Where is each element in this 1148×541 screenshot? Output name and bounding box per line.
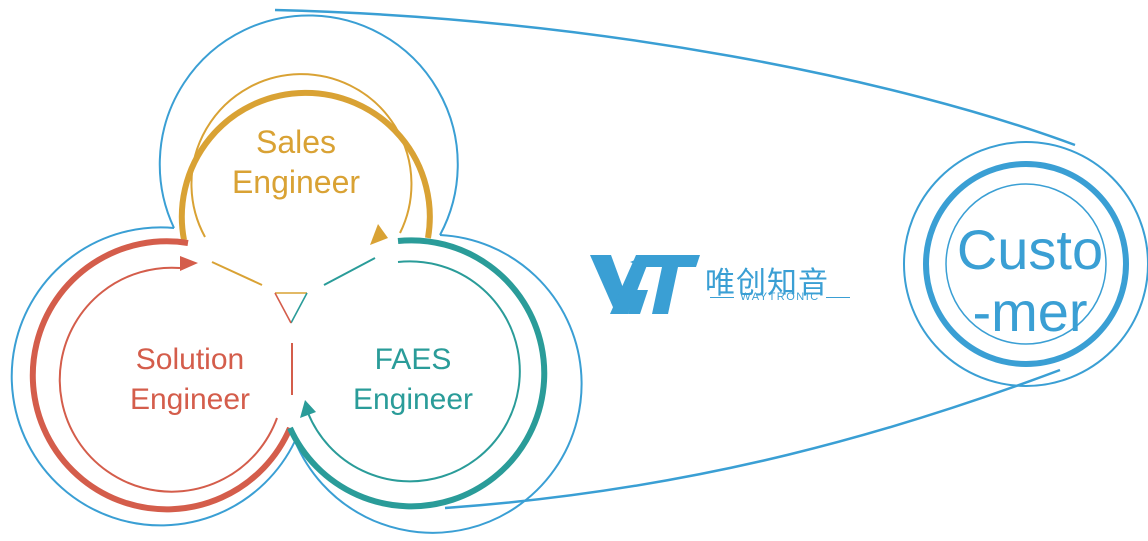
brand-english-name: WAYTRONIC	[700, 291, 860, 303]
top-connector-line	[274, 8, 1076, 147]
bottom-connector-line	[444, 368, 1061, 510]
trefoil-outline	[10, 14, 583, 534]
center-triangle	[274, 292, 308, 324]
solution-label-line2: Engineer	[129, 383, 251, 416]
customer-circle	[903, 141, 1148, 387]
faes-label-line2: Engineer	[352, 383, 474, 416]
solution-label-line1: Solution	[135, 343, 245, 376]
waytronic-logo-icon	[590, 255, 700, 314]
faes-ring	[287, 237, 548, 510]
brand-english-text: WAYTRONIC	[740, 291, 820, 303]
customer-label-line1: Custo	[956, 218, 1104, 281]
sales-arrowhead	[370, 224, 388, 245]
solution-ring	[29, 238, 293, 513]
sales-spoke	[211, 261, 263, 286]
sales-label-line1: Sales	[255, 124, 337, 160]
faes-label-line1: FAES	[374, 343, 452, 376]
sales-ring	[178, 73, 433, 241]
sales-label-line2: Engineer	[231, 164, 361, 200]
solution-arrowhead	[180, 256, 198, 271]
sales-engineer-label: Sales Engineer	[196, 122, 396, 202]
customer-label-line2: -mer	[972, 280, 1088, 343]
customer-label: Custo -mer	[930, 219, 1130, 343]
solution-engineer-label: Solution Engineer	[90, 340, 290, 420]
faes-spoke	[323, 257, 376, 286]
faes-arrowhead	[300, 400, 316, 418]
faes-engineer-label: FAES Engineer	[313, 340, 513, 420]
